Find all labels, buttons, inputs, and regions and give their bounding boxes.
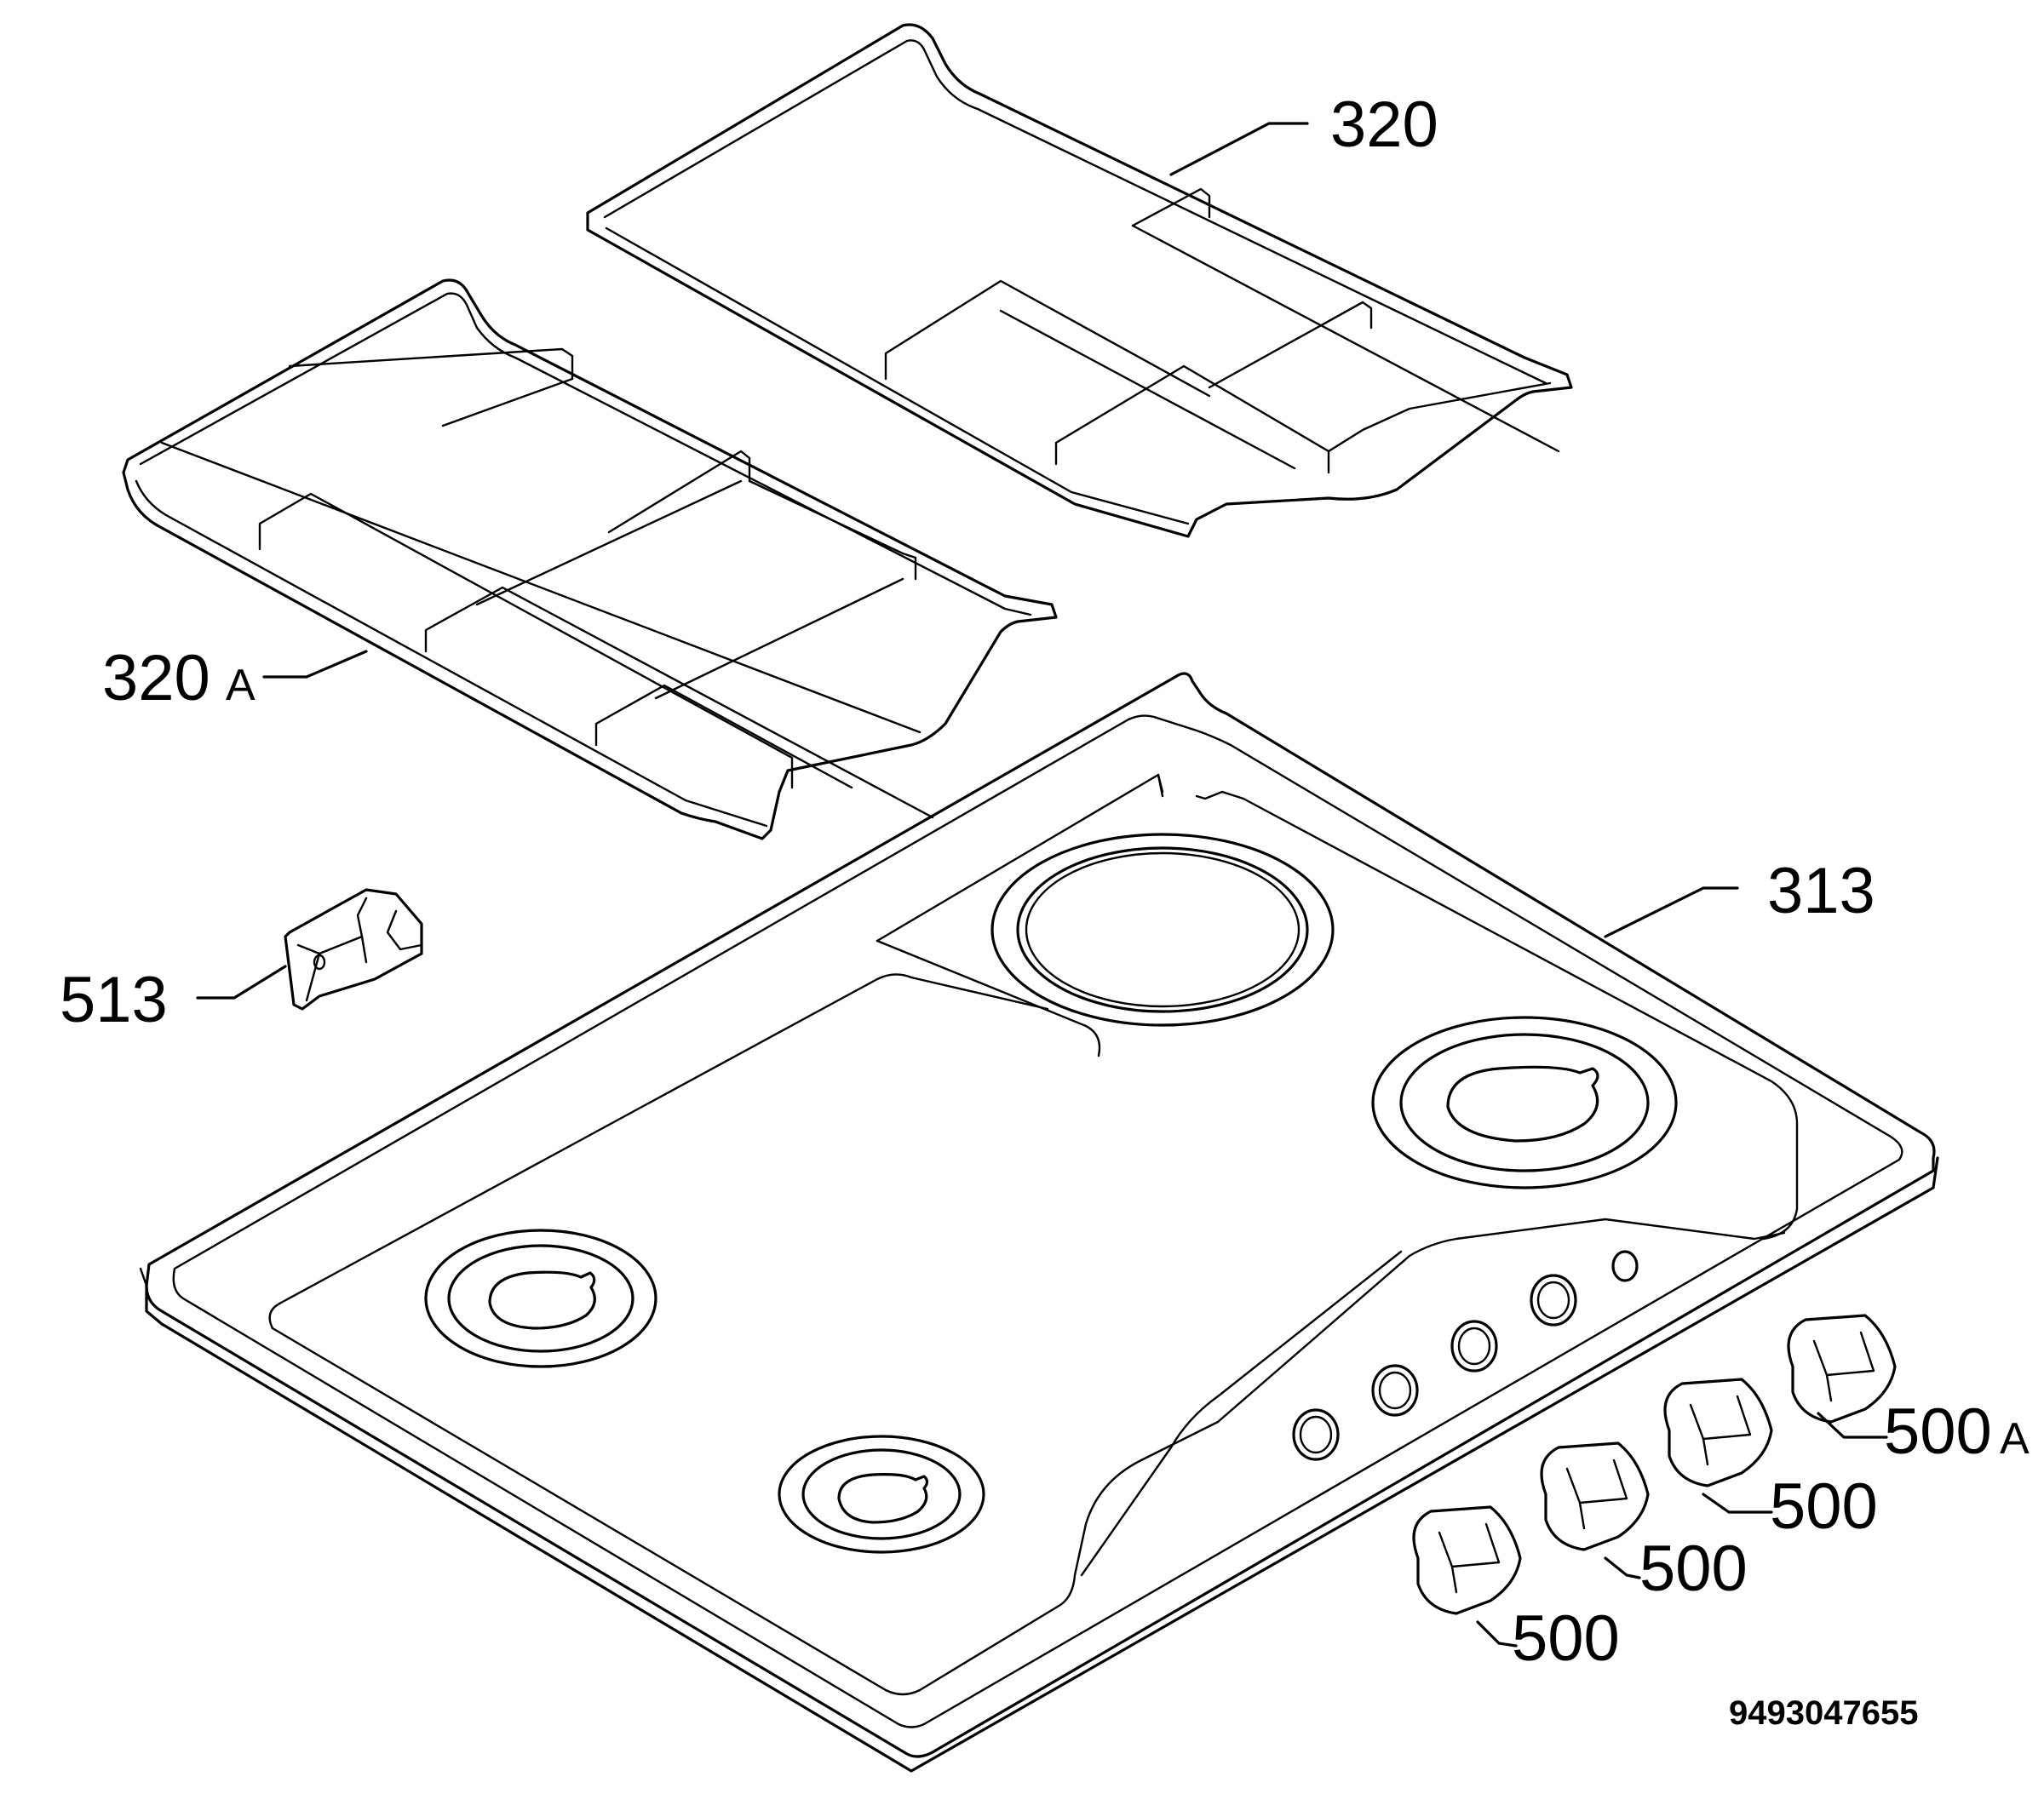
document-number: 9493047655	[1729, 1694, 1918, 1732]
control-knob-special	[1787, 1314, 1897, 1424]
control-knob-3	[1663, 1378, 1773, 1487]
leader-500-3	[1702, 1493, 1773, 1514]
callout-500A-suffix: A	[2000, 1414, 2030, 1464]
callout-320A-number: 320	[102, 642, 210, 714]
leader-500A	[1817, 1412, 1888, 1439]
callout-500-1: 500	[1512, 1602, 1620, 1675]
callout-500A-number: 500	[1884, 1396, 1992, 1468]
leader-320A	[262, 650, 368, 679]
control-knob-1	[1412, 1505, 1522, 1615]
callout-513: 513	[60, 964, 168, 1036]
pan-support-front	[122, 278, 1058, 840]
leader-500-1	[1476, 1620, 1518, 1648]
control-knob-2	[1540, 1441, 1650, 1551]
leader-500-2	[1604, 1556, 1641, 1579]
leader-320	[1169, 122, 1309, 176]
hob-top	[139, 672, 1939, 1773]
leader-313	[1604, 886, 1739, 938]
callout-500-3: 500	[1770, 1470, 1878, 1543]
callout-320A-suffix: A	[226, 661, 256, 710]
callout-320: 320	[1330, 89, 1438, 161]
pan-support-rear	[586, 23, 1573, 538]
bracket-part	[284, 888, 423, 1011]
leader-513	[196, 965, 287, 1000]
callout-313: 313	[1767, 855, 1875, 927]
callout-500-2: 500	[1639, 1533, 1748, 1605]
